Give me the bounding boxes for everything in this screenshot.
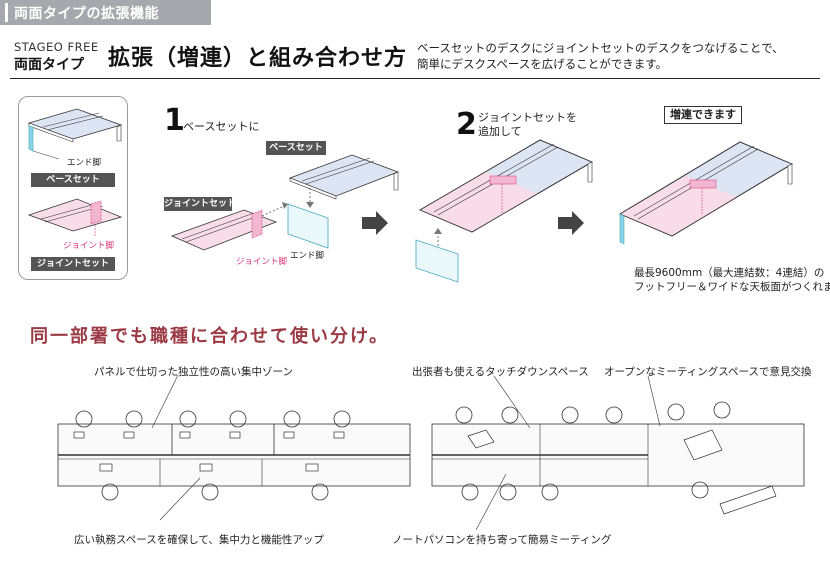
caption-open-meeting: オープンなミーティングスペースで意見交換: [604, 366, 812, 378]
flow-arrow-1: [362, 211, 388, 235]
joint-desk-illustration: [27, 198, 123, 237]
step-1-base-set-tag: ベースセット: [266, 141, 326, 155]
legend-joint-leg-label: ジョイント脚: [63, 241, 115, 251]
lead-line-1: ベースセットのデスクにジョイントセットのデスクをつなげることで、: [417, 41, 784, 55]
section-title: 同一部署でも職種に合わせて使い分け。: [30, 326, 390, 347]
set-legend-panel: エンド脚 ベースセット ジョイント脚 ジョイントセット: [18, 96, 128, 280]
header-rule: [10, 78, 820, 79]
step-1-end-leg-label: エンド脚: [290, 251, 325, 261]
result-desk: [619, 141, 793, 245]
step-1-joint-set-tag: ジョイントセット: [164, 197, 237, 211]
result-note-line-2: フットフリー＆ワイドな天板面がつくれます。: [634, 281, 830, 293]
base-desk-illustration: [27, 108, 123, 160]
lead-text: ベースセットのデスクにジョイントセットのデスクをつなげることで、 簡単にデスクス…: [417, 40, 784, 72]
brand-series: STAGEO FREE: [14, 40, 99, 54]
floor-plan-right: [431, 401, 805, 515]
caption-touchdown: 出張者も使えるタッチダウンスペース: [412, 366, 589, 378]
step1-base-desk: [288, 154, 400, 200]
step-2-text-line-1: ジョイントセットを: [478, 111, 577, 124]
legend-joint-set-tag: ジョイントセット: [31, 257, 115, 271]
caption-laptop-meeting: ノートパソコンを持ち寄って簡易ミーティング: [392, 534, 612, 546]
lead-line-2: 簡単にデスクスペースを広げることができます。: [417, 57, 668, 71]
step-2-text-line-2: 追加して: [478, 125, 522, 138]
legend-base-set-tag: ベースセット: [31, 173, 115, 187]
banner-accent-bar: [5, 3, 8, 22]
step-1-text: ベースセットに: [183, 120, 260, 133]
legend-end-leg-label: エンド脚: [67, 158, 102, 168]
step2-end-leg: [415, 239, 459, 283]
step-1-number: 1: [164, 103, 185, 138]
floor-plan-left: [57, 410, 411, 501]
banner-title: 両面タイプの拡張機能: [14, 6, 159, 22]
step-1-joint-leg-label: ジョイント脚: [236, 257, 288, 267]
step1-end-leg: [287, 203, 329, 249]
step-2-number: 2: [456, 107, 477, 142]
caption-focus-zone: パネルで仕切った独立性の高い集中ゾーン: [94, 366, 293, 378]
result-box: 増連できます: [664, 106, 742, 124]
page-headline: 拡張（増連）と組み合わせ方: [108, 46, 408, 71]
legend-desk-illustrations: [27, 108, 123, 237]
flow-arrow-2: [558, 211, 584, 235]
step1-joint-desk: [170, 209, 278, 251]
caption-wide-space: 広い執務スペースを確保して、集中力と機能性アップ: [74, 534, 324, 546]
brand-type: 両面タイプ: [14, 57, 84, 73]
section-banner: 両面タイプの拡張機能: [0, 0, 211, 25]
step2-desk: [419, 139, 593, 233]
result-note-line-1: 最長9600mm（最大連結数：4連結）の: [634, 267, 825, 279]
